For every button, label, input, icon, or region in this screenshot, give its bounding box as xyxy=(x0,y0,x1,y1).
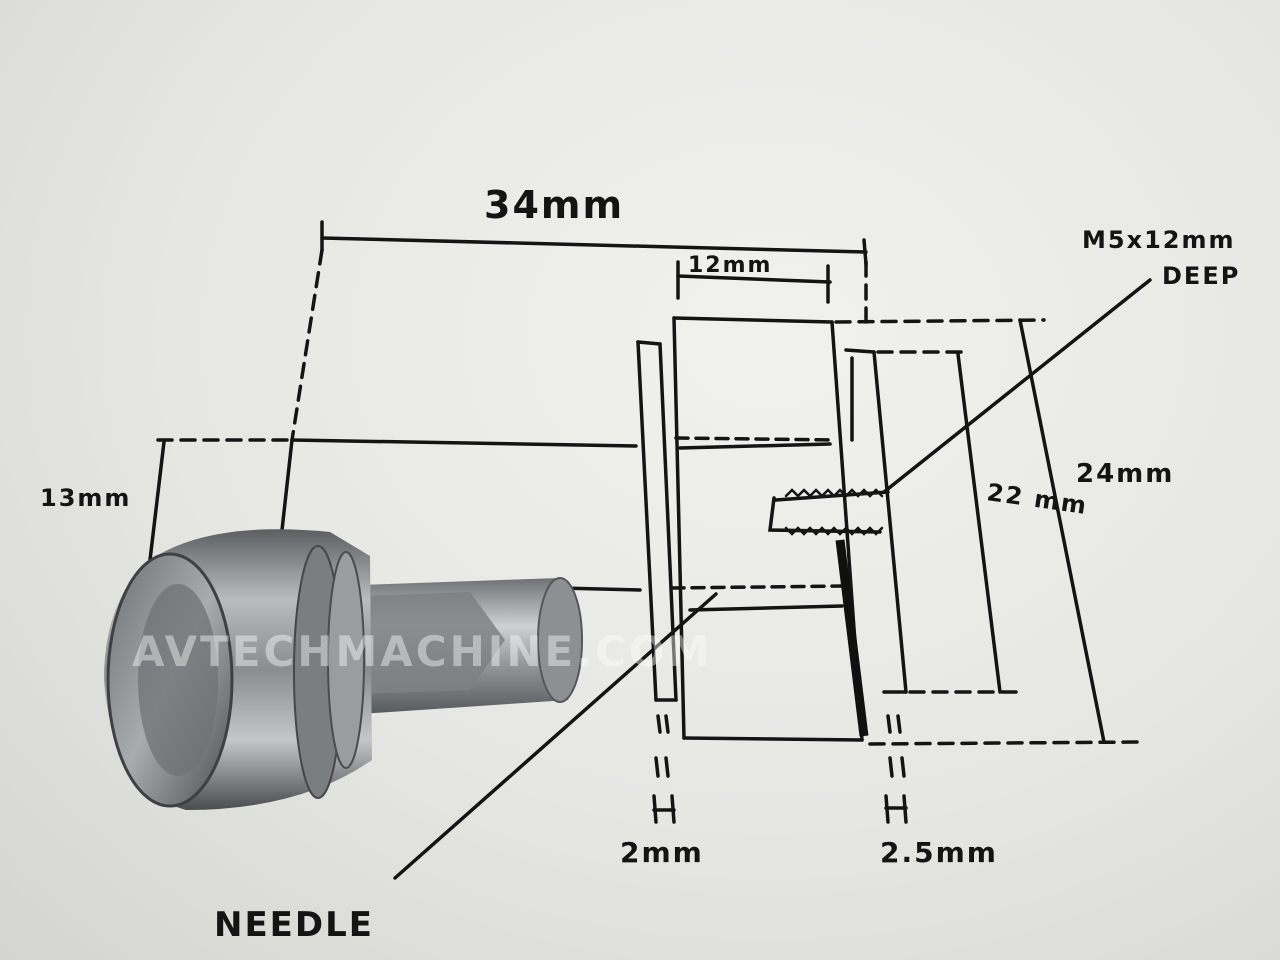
label-inner-height: 22 mm xyxy=(985,478,1090,520)
sketch-lines xyxy=(148,220,1152,880)
label-outer-height: 24mm xyxy=(1076,459,1174,489)
label-stud-height: 13mm xyxy=(40,484,131,512)
label-body-width: 12mm xyxy=(688,253,772,278)
label-thread-depth: DEEP xyxy=(1162,262,1240,290)
dimension-labels: 34mm 12mm M5x12mm DEEP 13mm 22 mm 24mm 2… xyxy=(40,183,1240,945)
cam-follower-bearing xyxy=(104,529,583,810)
watermark-text: AVTECHMACHINE.COM xyxy=(132,627,713,676)
label-overall-length: 34mm xyxy=(484,183,624,227)
label-right-gap: 2.5mm xyxy=(880,836,998,869)
label-thread: M5x12mm xyxy=(1082,226,1235,254)
shaded-edge xyxy=(835,539,869,737)
label-needle: NEEDLE xyxy=(214,905,374,945)
label-left-gap: 2mm xyxy=(620,836,704,869)
